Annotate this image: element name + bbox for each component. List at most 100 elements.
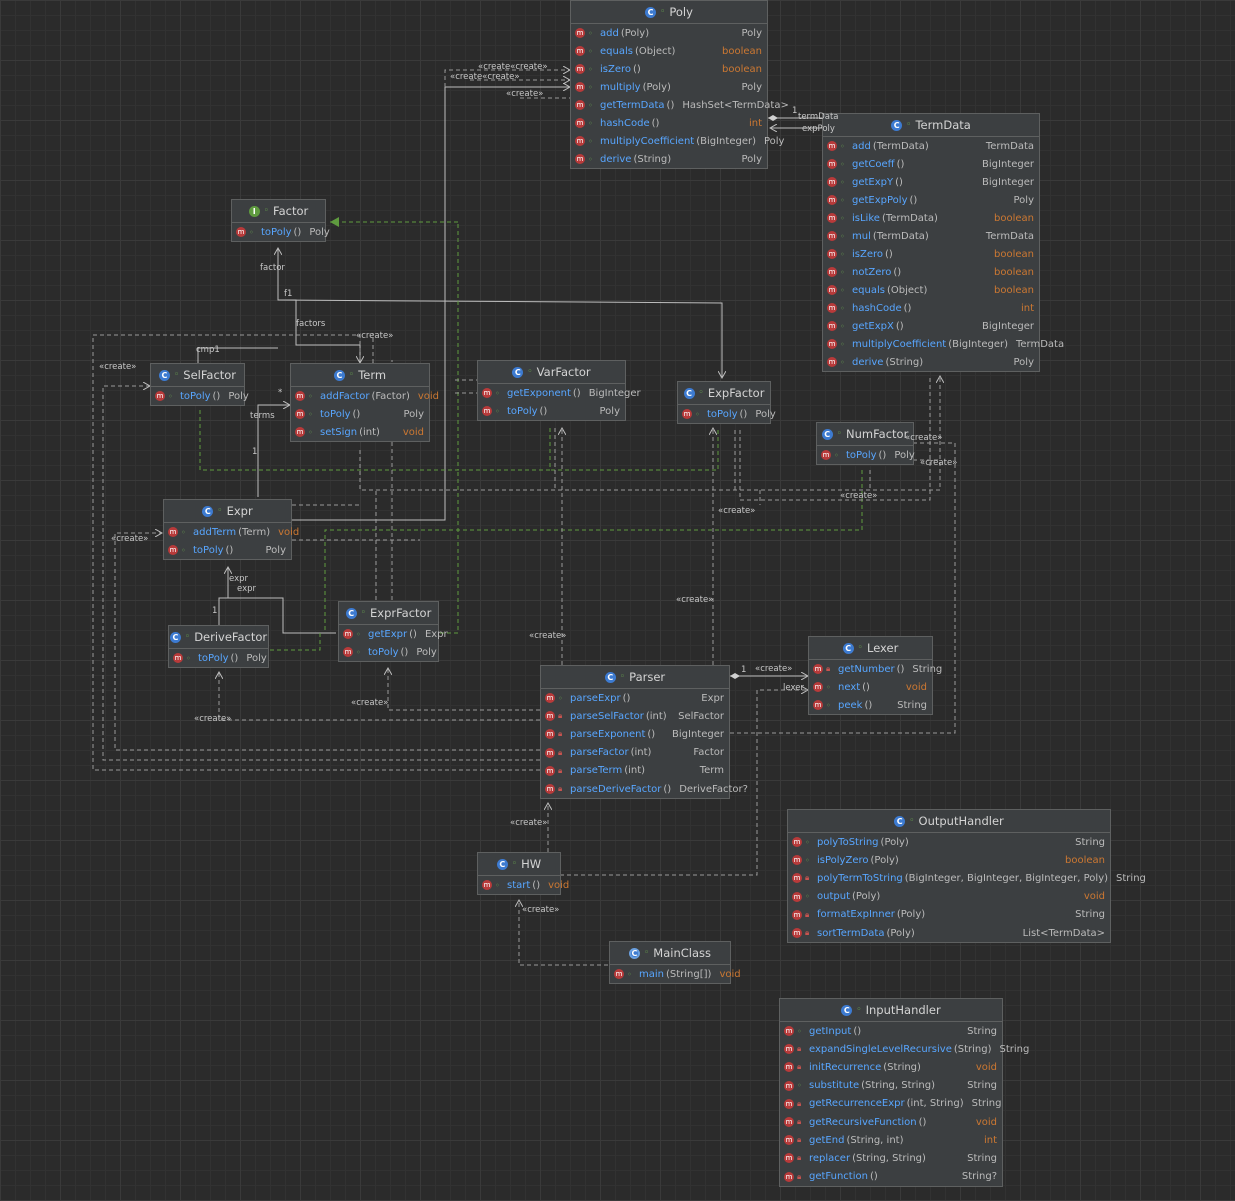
method-row[interactable]: m🔒︎getFunction()String? [780, 1168, 1002, 1186]
method-row[interactable]: m◦isZero()boolean [571, 60, 767, 78]
method-row[interactable]: m◦parseExpr()Expr [541, 689, 729, 707]
method-row[interactable]: m◦setSign(int)void [291, 423, 429, 441]
method-row[interactable]: m🔒︎formatExpInner(Poly)String [788, 906, 1110, 924]
edge-label: «create» [718, 506, 756, 516]
method-row[interactable]: m◦getExpY()BigInteger [823, 173, 1039, 191]
method-row[interactable]: m◦add(TermData)TermData [823, 137, 1039, 155]
public-visibility-icon: ◦ [840, 231, 845, 241]
method-row[interactable]: m◦substitute(String, String)String [780, 1077, 1002, 1095]
method-row[interactable]: m🔒︎parseExponent()BigInteger [541, 725, 729, 743]
method-row[interactable]: m◦toPoly()Poly [164, 541, 291, 559]
method-row[interactable]: m◦getExpX()BigInteger [823, 317, 1039, 335]
method-params: (Term) [238, 526, 271, 538]
method-row[interactable]: m◦toPoly()Poly [678, 405, 776, 423]
method-row[interactable]: m◦start()void [478, 876, 569, 894]
method-row[interactable]: m◦toPoly()Poly [478, 402, 625, 420]
public-visibility-icon: ◦ [826, 700, 831, 710]
public-visibility-icon: ◦ [840, 159, 845, 169]
method-row[interactable]: m🔒︎getEnd(String, int)int [780, 1131, 1002, 1149]
method-row[interactable]: m◦addFactor(Factor)void [291, 387, 439, 405]
method-row[interactable]: m🔒︎getNumber()String [809, 660, 942, 678]
method-row[interactable]: m🔒︎replacer(String, String)String [780, 1149, 1002, 1167]
private-lock-icon: 🔒︎ [558, 784, 563, 794]
method-row[interactable]: m◦multiplyCoefficient(BigInteger)Poly [571, 132, 784, 150]
method-row[interactable]: m◦getInput()String [780, 1022, 1002, 1040]
method-row[interactable]: m◦getExpr()Expr [339, 625, 448, 643]
method-row[interactable]: m◦notZero()boolean [823, 263, 1039, 281]
method-row[interactable]: m◦getExponent()BigInteger [478, 384, 641, 402]
method-params: () [896, 663, 905, 675]
method-row[interactable]: m◦isLike(TermData)boolean [823, 209, 1039, 227]
method-row[interactable]: m◦main(String[])void [610, 965, 741, 983]
class-icon: C [345, 607, 357, 619]
method-row[interactable]: m◦equals(Object)boolean [571, 42, 767, 60]
method-icon: m [236, 227, 246, 237]
method-row[interactable]: m◦derive(String)Poly [823, 353, 1039, 371]
class-name: DeriveFactor [194, 630, 268, 644]
method-row[interactable]: m◦toPoly()Poly [291, 405, 429, 423]
method-row[interactable]: m◦toPoly()Poly [817, 446, 915, 464]
method-row[interactable]: m🔒︎sortTermData(Poly)List<TermData> [788, 924, 1110, 942]
public-visibility-icon: ◦ [186, 653, 191, 663]
method-row[interactable]: m◦next()void [809, 678, 932, 696]
method-row[interactable]: m◦mul(TermData)TermData [823, 227, 1039, 245]
method-row[interactable]: m◦getExpPoly()Poly [823, 191, 1039, 209]
method-row[interactable]: m◦multiply(Poly)Poly [571, 78, 767, 96]
method-row[interactable]: m◦toPoly()Poly [232, 223, 330, 241]
method-row[interactable]: m◦toPoly()Poly [151, 387, 249, 405]
edge-label: 1 [212, 606, 218, 616]
method-row[interactable]: m🔒︎expandSingleLevelRecursive(String)Str… [780, 1040, 1029, 1058]
method-row[interactable]: m🔒︎parseTerm(int)Term [541, 762, 729, 780]
method-row[interactable]: m🔒︎polyTermToString(BigInteger, BigInteg… [788, 869, 1146, 887]
method-row[interactable]: m🔒︎parseSelFactor(int)SelFactor [541, 707, 729, 725]
method-row[interactable]: m🔒︎getRecurrenceExpr(int, String)String [780, 1095, 1002, 1113]
method-row[interactable]: m🔒︎getRecursiveFunction()void [780, 1113, 1002, 1131]
method-row[interactable]: m◦equals(Object)boolean [823, 281, 1039, 299]
edge-label: «create» [840, 491, 878, 501]
edge-label: «create» [194, 714, 232, 724]
method-params: () [896, 158, 905, 170]
method-row[interactable]: m🔒︎parseDeriveFactor()DeriveFactor? [541, 780, 748, 798]
method-row[interactable]: m◦toPoly()Poly [339, 643, 438, 661]
method-row[interactable]: m◦peek()String [809, 696, 932, 714]
method-row[interactable]: m◦hashCode()int [571, 114, 767, 132]
public-visibility-icon: ◦ [495, 880, 500, 890]
method-row[interactable]: m◦isPolyZero(Poly)boolean [788, 851, 1110, 869]
method-row[interactable]: m◦isZero()boolean [823, 245, 1039, 263]
method-params: (String) [953, 1043, 992, 1055]
return-type: int [1020, 302, 1034, 314]
method-row[interactable]: m◦derive(String)Poly [571, 150, 767, 168]
method-row[interactable]: m◦getTermData()HashSet<TermData> [571, 96, 789, 114]
method-row[interactable]: m◦addTerm(Term)void [164, 523, 299, 541]
method-row[interactable]: m🔒︎initRecurrence(String)void [780, 1058, 1002, 1076]
edge-label: 1 [792, 106, 798, 116]
method-row[interactable]: m🔒︎parseFactor(int)Factor [541, 744, 729, 762]
method-row[interactable]: m◦output(Poly)void [788, 888, 1110, 906]
private-lock-icon: 🔒︎ [797, 1098, 802, 1108]
method-params: () [532, 879, 541, 891]
method-row[interactable]: m◦polyToString(Poly)String [788, 833, 1110, 851]
method-row[interactable]: m◦hashCode()int [823, 299, 1039, 317]
method-row[interactable]: m◦getCoeff()BigInteger [823, 155, 1039, 173]
method-row[interactable]: m◦add(Poly)Poly [571, 24, 767, 42]
method-name: isZero [600, 63, 632, 75]
method-row[interactable]: m◦toPoly()Poly [169, 649, 268, 667]
method-row[interactable]: m◦multiplyCoefficient(BigInteger)TermDat… [823, 335, 1064, 353]
